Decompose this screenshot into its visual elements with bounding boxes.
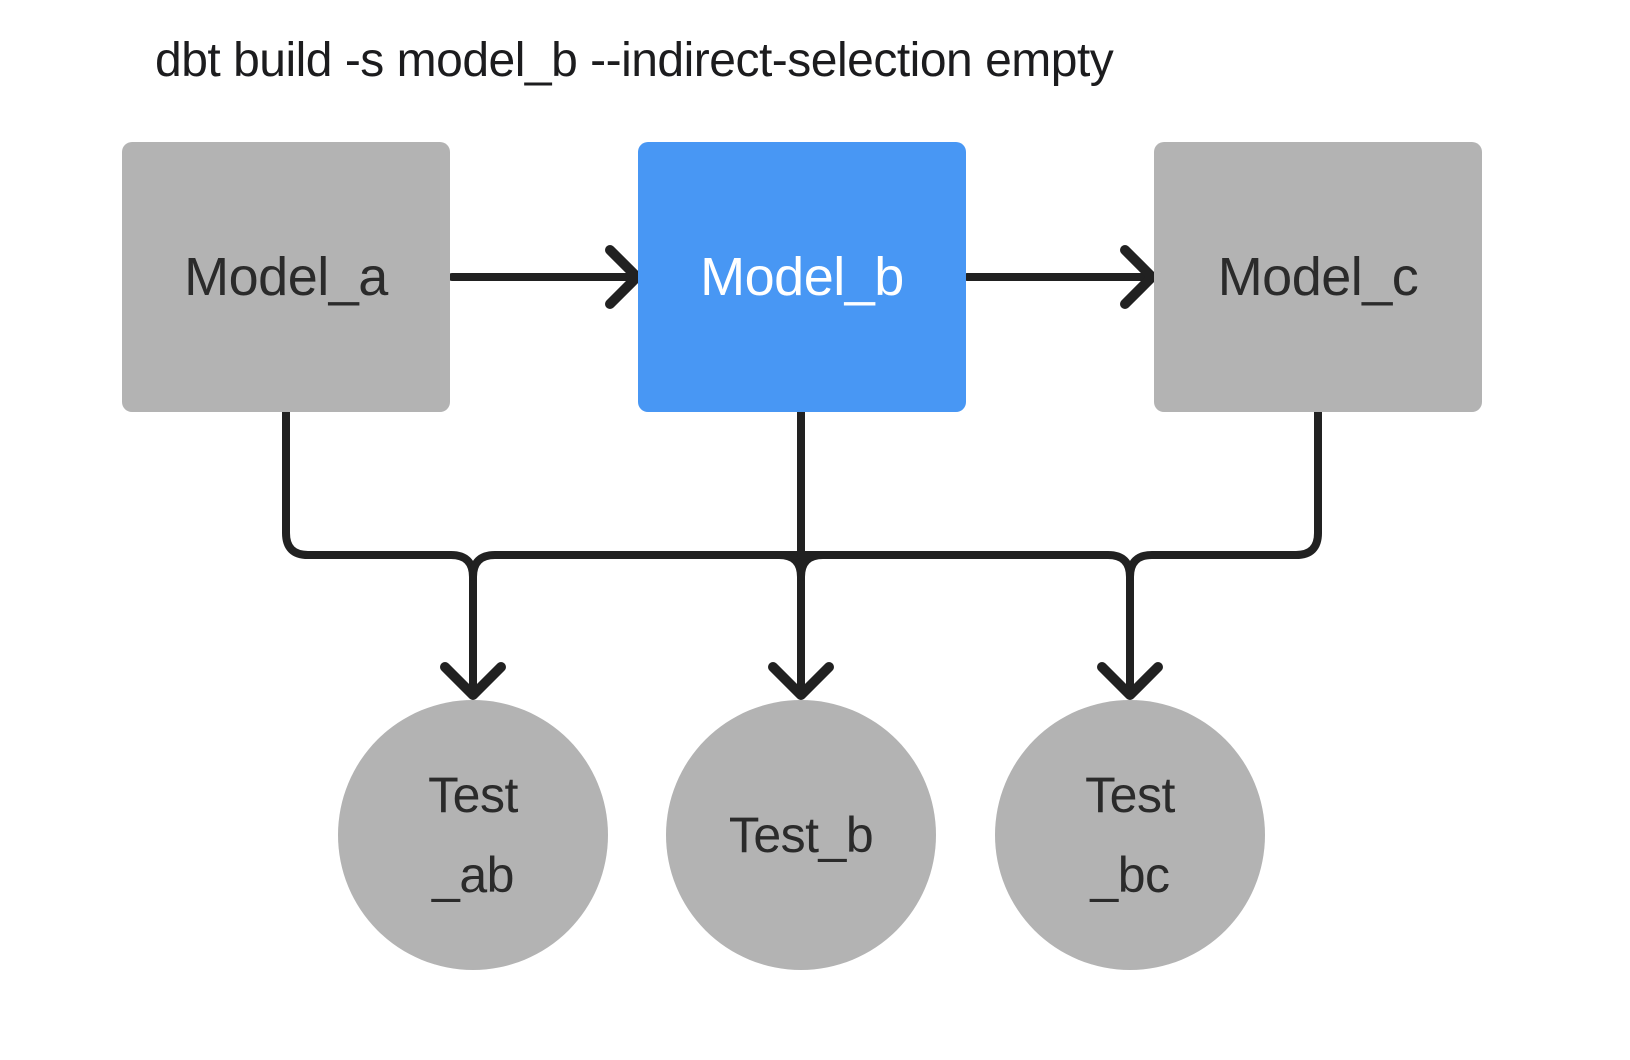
node-test-ab-label: Test _ab [428, 755, 518, 915]
node-model-c-label: Model_c [1217, 247, 1419, 307]
node-model-b-label: Model_b [700, 247, 904, 307]
node-model-c: Model_c [1154, 142, 1482, 412]
arrowhead-into-test-ab-icon [440, 662, 506, 700]
edge-lines [282, 273, 1322, 694]
node-test-b-label-line1: Test_b [728, 807, 874, 863]
arrowhead-into-model-c-icon [1120, 245, 1157, 309]
node-model-b-selected: Model_b [638, 142, 966, 412]
edge-model-c-to-test-bc-line [1126, 408, 1322, 581]
arrowhead-into-test-bc-icon [1097, 662, 1163, 700]
arrowhead-into-model-b-icon [605, 245, 642, 309]
node-test-ab: Test _ab [338, 700, 608, 970]
arrowheads [440, 245, 1163, 700]
arrowhead-into-test-b-icon [768, 662, 834, 700]
node-test-bc-label-line1: Test [1085, 767, 1175, 823]
node-model-a-label: Model_a [184, 247, 388, 307]
node-test-ab-label-line2: _ab [432, 847, 514, 903]
node-test-bc: Test _bc [995, 700, 1265, 970]
edge-model-b-to-test-bc-line [797, 551, 1134, 694]
node-test-bc-label: Test _bc [1085, 755, 1175, 915]
node-test-b: Test_b [666, 700, 936, 970]
node-test-bc-label-line2: _bc [1090, 847, 1170, 903]
node-test-ab-label-line1: Test [428, 767, 518, 823]
edge-model-a-to-test-ab-line [282, 408, 477, 694]
command-title: dbt build -s model_b --indirect-selectio… [155, 34, 1114, 87]
edge-model-b-to-test-ab-line [469, 551, 805, 581]
node-test-b-label: Test_b [728, 795, 874, 875]
node-model-a: Model_a [122, 142, 450, 412]
